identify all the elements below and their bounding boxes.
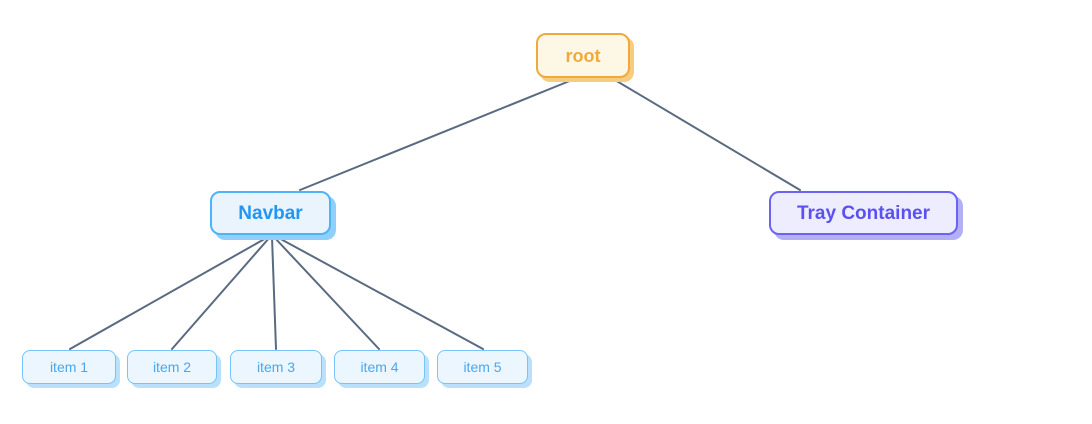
node-navbar[interactable]: Navbar: [210, 191, 331, 235]
node-tray-container[interactable]: Tray Container: [769, 191, 958, 235]
node-item-4-label: item 4: [360, 359, 399, 375]
node-root-label: root: [565, 45, 601, 66]
node-item-3[interactable]: item 3: [230, 350, 322, 384]
node-item-5[interactable]: item 5: [437, 350, 528, 384]
edge-root-to-tray: [614, 79, 801, 191]
node-tray-container-label: Tray Container: [796, 202, 931, 224]
edge-root-to-navbar: [299, 79, 573, 191]
edge-navbar-to-item-3: [271, 236, 277, 350]
node-item-2[interactable]: item 2: [127, 350, 217, 384]
edge-navbar-to-item-5: [276, 236, 484, 350]
edges-group: [69, 79, 801, 350]
edge-navbar-to-item-4: [273, 236, 380, 350]
node-item-3-label: item 3: [256, 359, 296, 375]
node-navbar-label: Navbar: [238, 202, 303, 224]
node-item-1[interactable]: item 1: [22, 350, 116, 384]
node-item-2-label: item 2: [152, 359, 192, 375]
edge-navbar-to-item-2: [171, 236, 271, 350]
node-item-5-label: item 5: [463, 359, 502, 375]
node-item-1-label: item 1: [49, 359, 89, 375]
node-item-4[interactable]: item 4: [334, 350, 425, 384]
edge-navbar-to-item-1: [69, 236, 269, 350]
node-root[interactable]: root: [536, 33, 630, 78]
